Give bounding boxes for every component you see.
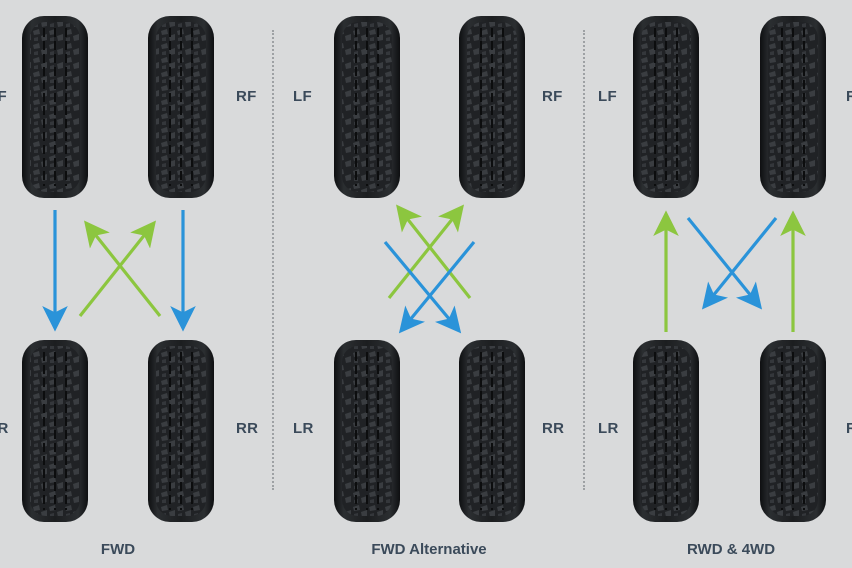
rwd-rf-label: RF (846, 88, 852, 105)
fwd-arrow-lr-to-rf (84, 220, 162, 317)
alt-caption: FWD Alternative (371, 541, 487, 558)
alt-lr-tire (334, 340, 400, 522)
alt-rf-label: RF (542, 88, 563, 105)
rwd-lr-label: LR (598, 420, 619, 437)
rwd-arrow-rf-to-lr (701, 216, 778, 310)
rwd-rr-label: RR (846, 420, 852, 437)
fwd-arrow-rr-to-lf (78, 220, 156, 317)
fwd-lr-tire (22, 340, 88, 522)
alt-rr-label: RR (542, 420, 565, 437)
alt-lf-tire (334, 16, 400, 198)
rwd-caption: RWD & 4WD (686, 541, 776, 558)
fwd-caption: FWD (100, 541, 136, 558)
alt-arrow-lf-to-rr (383, 240, 462, 334)
alt-arrow-rf-to-lr (398, 240, 476, 334)
alt-lr-label: LR (293, 420, 314, 437)
rwd-rr-tire (760, 340, 826, 522)
fwd-rf-tire (148, 16, 214, 198)
rwd-lf-tire (633, 16, 699, 198)
rwd-arrow-lf-to-rr (686, 216, 763, 310)
fwd-rr-label: RR (236, 420, 259, 437)
alt-lf-label: LF (293, 88, 312, 105)
divider-1 (272, 30, 274, 490)
alt-rr-tire (459, 340, 525, 522)
alt-arrow-rr-to-lf (396, 204, 472, 299)
alt-arrow-lr-to-rf (387, 204, 465, 300)
fwd-lf-label: LF (0, 88, 7, 105)
alt-rf-tire (459, 16, 525, 198)
fwd-rf-label: RF (236, 88, 257, 105)
divider-2 (583, 30, 585, 490)
rwd-lf-label: LF (598, 88, 617, 105)
fwd-rr-tire (148, 340, 214, 522)
fwd-lr-label: LR (0, 420, 9, 437)
rwd-lr-tire (633, 340, 699, 522)
rwd-rf-tire (760, 16, 826, 198)
fwd-lf-tire (22, 16, 88, 198)
